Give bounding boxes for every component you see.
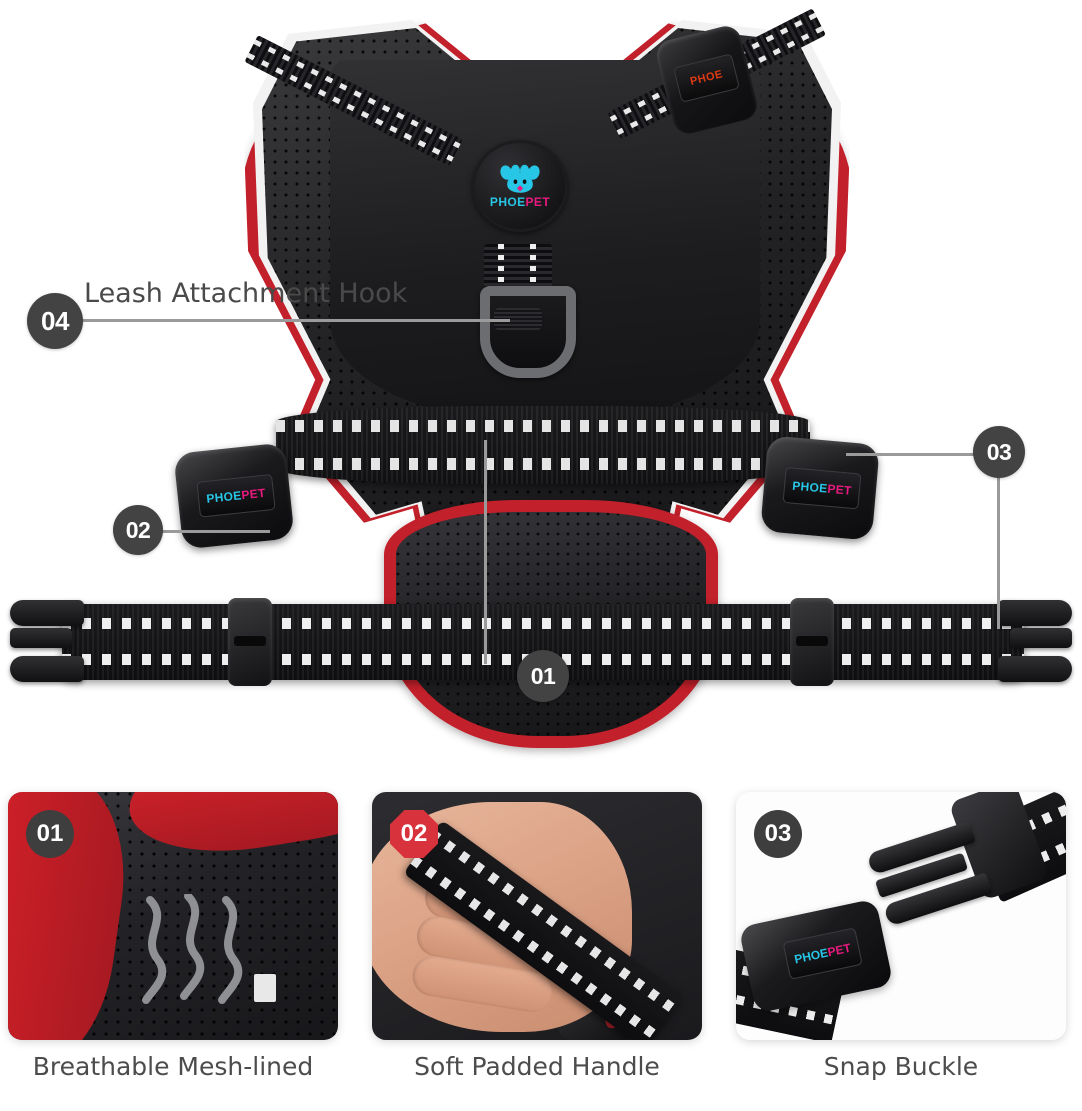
feature-panel-breathable-mesh[interactable]: 01 xyxy=(8,792,338,1040)
belly-strap-slider-left xyxy=(228,598,272,686)
handle-reflective-row-top xyxy=(276,420,810,432)
panel-1-red-binding-top xyxy=(121,792,338,867)
left-buckle-text-a: PHOE xyxy=(205,488,243,506)
panel-caption-02: Soft Padded Handle xyxy=(414,1052,660,1081)
handle-weave-texture xyxy=(276,406,810,484)
panel-badge-02[interactable]: 02 xyxy=(390,810,438,858)
buckle-prong-left xyxy=(10,596,86,688)
panel-badge-03[interactable]: 03 xyxy=(754,810,802,858)
brand-logo-text: PHOEPET xyxy=(490,196,550,208)
feature-panels: 01 Breathable Mesh-lined 02 Soft Padded … xyxy=(0,780,1082,1111)
panel-badge-01[interactable]: 01 xyxy=(26,810,74,858)
callout-badge-04[interactable]: 04 xyxy=(27,293,83,349)
panel-caption-01: Breathable Mesh-lined xyxy=(32,1052,314,1081)
panel-3-text-b: PET xyxy=(826,940,853,960)
callout-badge-03[interactable]: 03 xyxy=(973,426,1025,478)
hero-product-photo: PHOE PHOEPET xyxy=(10,8,1072,748)
dog-face-icon xyxy=(500,164,540,193)
callout-line-04 xyxy=(78,319,510,322)
callout-line-02 xyxy=(150,530,270,533)
callout-label-04: Leash Attachment Hook xyxy=(84,278,408,309)
belly-reflective-row-top xyxy=(62,618,1024,629)
brand-logo-patch: PHOEPET xyxy=(472,140,568,232)
snap-buckle-icon xyxy=(865,795,1066,957)
d-ring-crossbar xyxy=(494,308,542,330)
soft-padded-handle-strap xyxy=(276,406,810,484)
callout-line-03-horizontal xyxy=(846,453,996,456)
callout-badge-02[interactable]: 02 xyxy=(113,505,163,555)
callout-line-03-vertical xyxy=(997,453,1000,629)
neck-buckle-label: PHOE xyxy=(673,53,740,103)
brand-text-part-b: PET xyxy=(525,195,551,209)
d-ring-leash-hook xyxy=(480,286,576,378)
brand-text-part-a: PHOE xyxy=(489,195,526,209)
belly-strap-slider-right xyxy=(790,598,834,686)
right-buckle-text-b: PET xyxy=(826,481,853,498)
right-buckle-text-a: PHOE xyxy=(791,478,829,496)
d-ring-webbing xyxy=(484,244,552,294)
panel-caption-03: Snap Buckle xyxy=(823,1052,979,1081)
panel-1-care-tag xyxy=(254,974,276,1002)
buckle-prong-right xyxy=(996,596,1072,688)
airflow-waves-icon xyxy=(142,894,243,1004)
left-buckle-text-b: PET xyxy=(240,485,267,503)
callout-badge-01[interactable]: 01 xyxy=(517,650,569,702)
feature-panel-padded-handle[interactable]: 02 xyxy=(372,792,702,1040)
handle-reflective-row-bottom xyxy=(276,458,810,470)
callout-line-01 xyxy=(484,440,487,664)
panel-3-text-a: PHOE xyxy=(793,945,830,967)
